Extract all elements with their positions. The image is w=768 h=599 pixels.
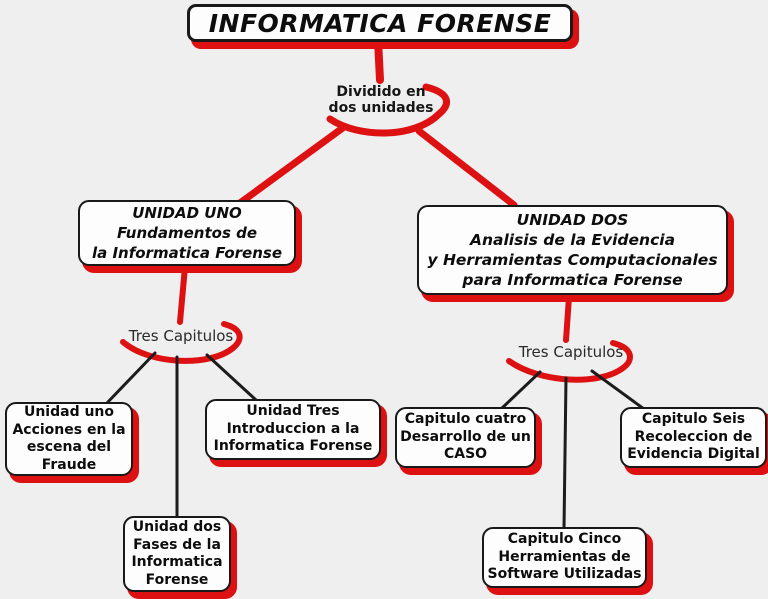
chapter-capitulo-cinco-node: Capitulo Cinco Herramientas de Software … xyxy=(482,527,647,588)
divider-arc xyxy=(326,83,450,137)
node-text-line: Unidad dos xyxy=(132,519,222,535)
title-label: INFORMATICA FORENSE xyxy=(208,8,552,38)
right-chapter6-connector xyxy=(590,369,646,411)
node-text-line: Herramientas de xyxy=(498,548,631,565)
node-text-line: Capitulo Cinco xyxy=(507,531,622,548)
node-text-line: Capitulo cuatro xyxy=(404,411,527,428)
chapter-unidad-dos-node: Unidad dos Fases de la Informatica Foren… xyxy=(123,516,231,592)
title-stem-connector xyxy=(374,36,384,84)
branch-label-text: Tres Capitulos xyxy=(518,343,624,361)
node-text-line: y Herramientas Computacionales xyxy=(427,251,718,269)
branch-label-text: Tres Capitulos xyxy=(128,327,234,345)
chapter-unidad-tres-node: Unidad Tres Introduccion a la Informatic… xyxy=(205,399,381,460)
node-text-line: Fundamentos de xyxy=(116,224,258,242)
node-text-line: Desarrollo de un xyxy=(400,428,531,445)
unit-one-node: UNIDAD UNO Fundamentos de la Informatica… xyxy=(78,200,296,266)
right-chapter5-connector xyxy=(562,376,568,531)
divider-label-line: dos unidades xyxy=(328,99,434,116)
unit-two-stem-connector xyxy=(563,294,572,343)
node-text-line: CASO xyxy=(443,446,488,463)
node-text-line: Introduccion a la xyxy=(226,420,360,437)
title-node: INFORMATICA FORENSE xyxy=(187,4,573,42)
node-text-line: Capitulo Seis xyxy=(641,411,746,428)
node-text-line: Informatica xyxy=(131,554,223,570)
node-text-line: escena del xyxy=(26,439,112,455)
left-branch-label: Tres Capitulos xyxy=(126,328,236,344)
node-text-line: Unidad uno xyxy=(23,404,115,420)
node-text-line: UNIDAD DOS xyxy=(516,211,629,229)
right-chapter4-connector xyxy=(499,370,542,411)
node-text-line: Recoleccion de xyxy=(634,428,753,445)
left-chapter1-connector xyxy=(104,351,157,406)
left-chapters-arc xyxy=(120,321,243,364)
node-text-line: Fraude xyxy=(41,456,97,473)
chapter-capitulo-seis-node: Capitulo Seis Recoleccion de Evidencia D… xyxy=(620,407,767,468)
node-text-line: Evidencia Digital xyxy=(627,446,760,463)
chapter-unidad-uno-node: Unidad uno Acciones en la escena del Fra… xyxy=(5,402,133,476)
branch-right-connector xyxy=(415,127,518,209)
node-text-line: Software Utilizadas xyxy=(487,566,642,583)
node-text-line: Acciones en la xyxy=(12,421,126,438)
right-branch-label: Tres Capitulos xyxy=(516,344,626,360)
node-text-line: Unidad Tres xyxy=(246,403,340,420)
node-text-line: para Informatica Forense xyxy=(462,271,683,289)
node-text-line: UNIDAD UNO xyxy=(132,204,242,222)
node-text-line: Informatica Forense xyxy=(213,438,373,455)
unit-two-node: UNIDAD DOS Analisis de la Evidencia y He… xyxy=(417,205,728,295)
unit-one-stem-connector xyxy=(177,264,188,325)
chapter-capitulo-cuatro-node: Capitulo cuatro Desarrollo de un CASO xyxy=(395,407,536,468)
node-text-line: Analisis de la Evidencia xyxy=(469,231,676,249)
divider-label-line: Dividido en xyxy=(336,84,426,100)
node-text-line: Forense xyxy=(145,571,209,588)
node-text-line: Fases de la xyxy=(133,536,221,553)
node-text-line: la Informatica Forense xyxy=(91,244,282,262)
divider-label: Dividido en dos unidades xyxy=(326,84,436,116)
left-chapter3-connector xyxy=(205,353,258,402)
branch-left-connector xyxy=(236,123,348,207)
